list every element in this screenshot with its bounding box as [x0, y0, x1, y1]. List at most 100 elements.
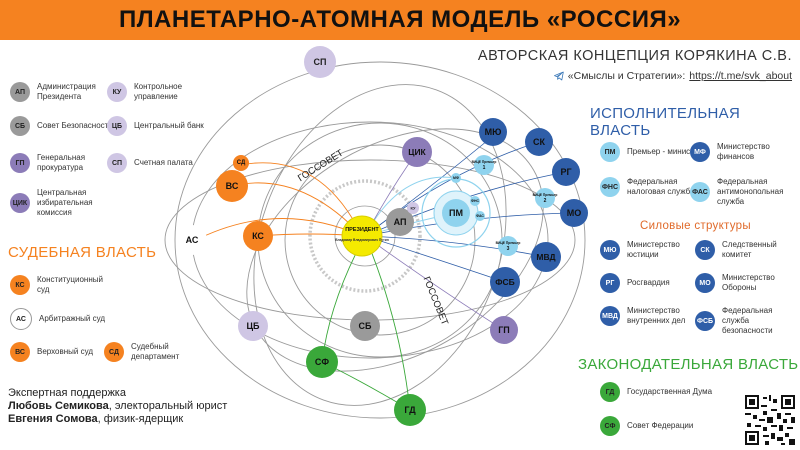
node-sp[interactable]: СП — [304, 46, 336, 78]
svg-text:МФ: МФ — [453, 176, 459, 180]
svg-text:1: 1 — [483, 165, 486, 171]
executive-item-badge: ПМ — [600, 142, 620, 162]
legend-left-item-text: Генеральная прокуратура — [37, 153, 86, 172]
judicial-item-0: КС Конституционный суд — [10, 275, 113, 295]
power-item-badge: МО — [695, 273, 715, 293]
node-as[interactable]: АС — [177, 225, 207, 255]
node-gd[interactable]: ГД — [394, 394, 426, 426]
node-fas[interactable]: ФАС — [475, 211, 485, 221]
support-person-2: Евгения Сомова, физик-ядерщик — [8, 413, 184, 425]
judicial-item-badge: КС — [10, 275, 30, 295]
channel-link[interactable]: https://t.me/svk_about — [689, 70, 792, 82]
power-structures-title: Силовые структуры — [640, 220, 751, 232]
judicial-item-badge: ВС — [10, 342, 30, 362]
svg-text:СД: СД — [237, 160, 246, 166]
power-item-badge: МВД — [600, 306, 620, 326]
node-rg[interactable]: РГ — [552, 158, 580, 186]
power-item-text: Министерство юстиции — [627, 240, 680, 259]
svg-text:ВС: ВС — [226, 181, 239, 191]
legend-left-item-6: ЦИК Центральная избирательная комиссия — [10, 188, 113, 218]
telegram-icon — [553, 71, 564, 81]
channel-label: «Смыслы и Стратегии»: — [567, 70, 686, 82]
judicial-item-text: Арбитражный суд — [39, 314, 106, 323]
svg-text:ВИЦЕ Премьер: ВИЦЕ Премьер — [472, 160, 497, 164]
judicial-item-1: АС Арбитражный суд — [10, 308, 115, 330]
executive-item-1: МФ Министерство финансов — [690, 142, 789, 162]
svg-text:3: 3 — [507, 246, 510, 252]
node-vice-pm-3[interactable]: ВИЦЕ Премьер 3 — [496, 236, 521, 256]
node-ku[interactable]: КУ — [407, 202, 419, 214]
legend-left-item-5: СП Счетная палата — [107, 153, 210, 173]
page-title: ПЛАНЕТАРНО-АТОМНАЯ МОДЕЛЬ «РОССИЯ» — [118, 6, 682, 33]
legend-left-item-text: Администрация Президента — [37, 82, 96, 101]
legislative-item-text: Совет Федерации — [627, 421, 694, 430]
channel-line: «Смыслы и Стратегии»: https://t.me/svk_a… — [553, 70, 792, 82]
node-tsik[interactable]: ЦИК — [402, 137, 432, 167]
node-president[interactable]: ПРЕЗИДЕНТ Владимир Владимирович Путин — [335, 215, 389, 257]
node-myu[interactable]: МЮ — [479, 118, 507, 146]
node-ap[interactable]: АП — [386, 208, 414, 236]
svg-text:МО: МО — [567, 208, 582, 218]
node-sd[interactable]: СД — [233, 155, 249, 171]
judicial-item-text: Конституционный суд — [37, 275, 103, 294]
node-ks[interactable]: КС — [243, 221, 273, 251]
svg-text:ПРЕЗИДЕНТ: ПРЕЗИДЕНТ — [345, 227, 379, 233]
legend-left-item-badge: СБ — [10, 116, 30, 136]
executive-item-badge: ФАС — [690, 182, 710, 202]
svg-text:ПМ: ПМ — [449, 208, 463, 218]
executive-item-text: Федеральная антимонопольная служба — [717, 177, 784, 206]
node-pm[interactable]: ПМ — [442, 199, 470, 227]
svg-text:ФНС: ФНС — [471, 199, 480, 203]
judicial-item-badge: СД — [104, 342, 124, 362]
node-fsb[interactable]: ФСБ — [490, 267, 520, 297]
legend-left-item-badge: КУ — [107, 82, 127, 102]
power-item-badge: РГ — [600, 273, 620, 293]
svg-text:СФ: СФ — [315, 357, 329, 367]
svg-text:МЮ: МЮ — [485, 127, 502, 137]
svg-text:КС: КС — [252, 231, 264, 241]
node-fns[interactable]: ФНС — [470, 196, 480, 206]
node-mf[interactable]: МФ — [451, 173, 461, 183]
legend-left-item-badge: АП — [10, 82, 30, 102]
legend-left-item-text: Центральная избирательная комиссия — [37, 188, 93, 217]
svg-text:СК: СК — [533, 137, 545, 147]
node-sk[interactable]: СК — [525, 128, 553, 156]
node-mo[interactable]: МО — [560, 199, 588, 227]
executive-item-badge: МФ — [690, 142, 710, 162]
legend-left-item-text: Счетная палата — [134, 158, 193, 167]
node-vice-pm-2[interactable]: ВИЦЕ Премьер 2 — [533, 188, 558, 208]
node-vs[interactable]: ВС — [216, 170, 248, 202]
legend-left-item-badge: ЦИК — [10, 193, 30, 213]
svg-text:ГП: ГП — [498, 325, 510, 335]
executive-item-text: Премьер - министр — [627, 147, 699, 156]
node-tsb[interactable]: ЦБ — [238, 311, 268, 341]
node-sf[interactable]: СФ — [306, 346, 338, 378]
node-gp[interactable]: ГП — [490, 316, 518, 344]
node-sb[interactable]: СБ — [350, 311, 380, 341]
node-vice-pm-1[interactable]: ВИЦЕ Премьер 1 — [472, 155, 497, 175]
executive-item-text: Министерство финансов — [717, 142, 770, 161]
legend-left-item-1: КУ Контрольное управление — [107, 82, 210, 102]
executive-item-text: Федеральная налоговая служба — [627, 177, 695, 196]
legend-left-item-badge: СП — [107, 153, 127, 173]
expert-support: Экспертная поддержка Любовь Семикова, эл… — [8, 387, 227, 426]
legend-left-item-text: Контрольное управление — [134, 82, 183, 101]
node-mvd[interactable]: МВД — [531, 242, 561, 272]
svg-text:ЦБ: ЦБ — [246, 321, 260, 331]
svg-text:ВИЦЕ Премьер: ВИЦЕ Премьер — [533, 193, 558, 197]
executive-item-0: ПМ Премьер - министр — [600, 142, 699, 162]
svg-text:АС: АС — [186, 235, 199, 245]
legend-left-item-text: Центральный банк — [134, 121, 204, 130]
judicial-item-badge: АС — [10, 308, 32, 330]
